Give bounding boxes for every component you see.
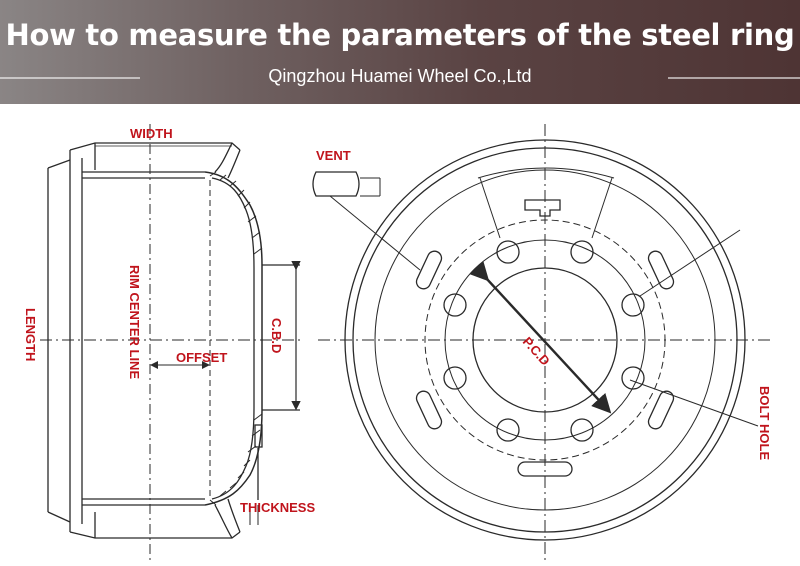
vent-label: VENT (316, 148, 351, 163)
page-title: How to measure the parameters of the ste… (5, 18, 795, 52)
subtitle-rule-left (0, 77, 140, 79)
rim-front-view (312, 124, 770, 560)
bolt-hole-label: BOLT HOLE (757, 386, 772, 460)
width-label: WIDTH (130, 126, 173, 141)
thickness-label: THICKNESS (240, 500, 315, 515)
rim-center-line-label: RIM CENTER LINE (127, 265, 142, 379)
subtitle-rule-right (668, 77, 800, 79)
title-banner: How to measure the parameters of the ste… (0, 0, 800, 104)
company-name: Qingzhou Huamei Wheel Co.,Ltd (268, 66, 532, 86)
cbd-label: C.B.D (269, 318, 284, 353)
length-label: LENGTH (23, 308, 38, 361)
rim-side-view (40, 124, 301, 560)
pcd-label: P.C.D (520, 334, 553, 369)
offset-label: OFFSET (176, 350, 227, 365)
